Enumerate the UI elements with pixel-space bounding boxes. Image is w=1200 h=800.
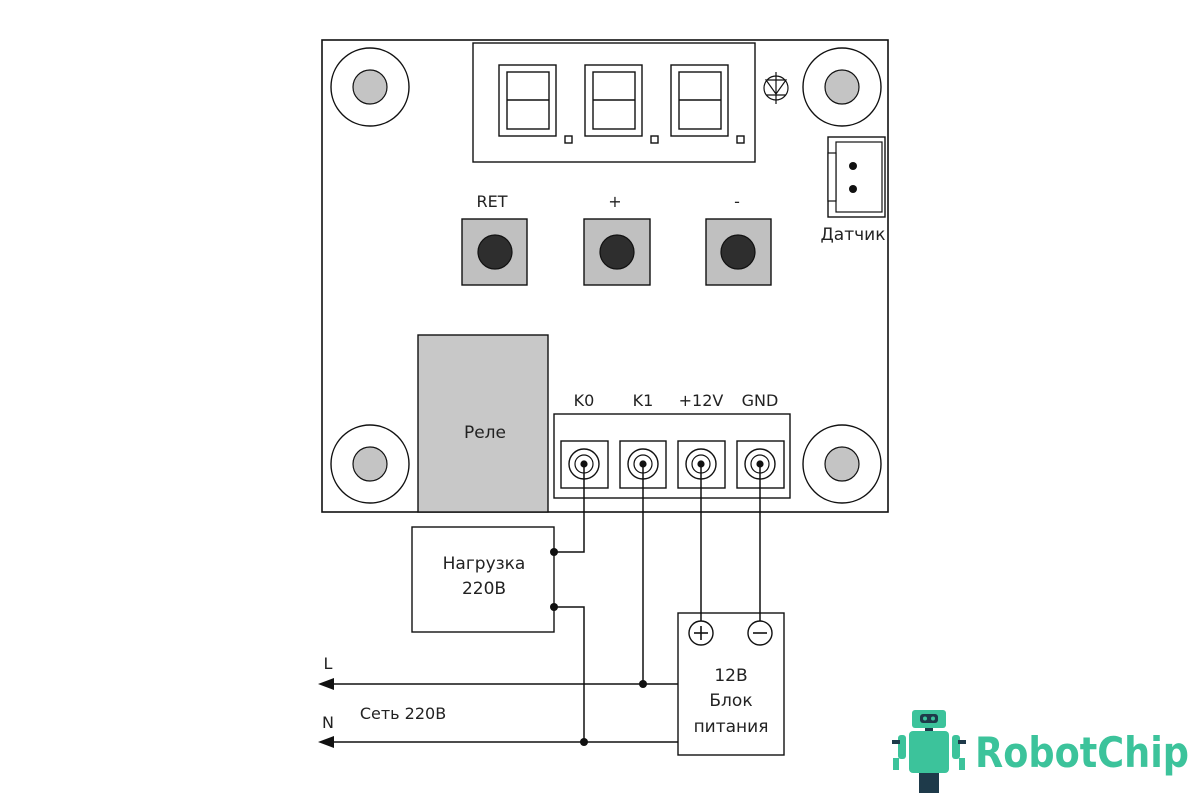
mains-l-label: L xyxy=(324,654,333,673)
terminal-k0-label: K0 xyxy=(574,391,595,410)
digit-3 xyxy=(670,64,745,144)
load-box: Нагрузка 220В xyxy=(411,526,555,633)
sensor-pin-2 xyxy=(849,185,857,193)
psu-label-line1: 12В xyxy=(714,666,747,686)
power-supply-box: 12В Блок питания xyxy=(677,612,785,756)
wire-k0-to-load xyxy=(554,464,585,553)
digit-2 xyxy=(584,64,659,144)
seven-segment-display xyxy=(472,42,756,163)
psu-label-line3: питания xyxy=(694,717,769,737)
mounting-hole-top-right xyxy=(802,47,882,127)
minus-button-label: - xyxy=(734,192,740,211)
psu-minus-terminal-icon xyxy=(747,620,773,646)
mains-n-label: N xyxy=(322,713,334,732)
ret-button-label: RET xyxy=(477,192,508,211)
plus-button-label: + xyxy=(608,192,621,211)
minus-button: - xyxy=(705,192,772,286)
junction-l xyxy=(639,680,647,688)
arrow-n-icon xyxy=(318,736,334,748)
led-indicator-icon xyxy=(763,72,789,104)
mounting-hole-top-left xyxy=(330,47,410,127)
arrow-l-icon xyxy=(318,678,334,690)
junction-load-bottom xyxy=(550,603,558,611)
psu-label-line2: Блок xyxy=(709,691,752,711)
terminal-gnd-label: GND xyxy=(742,391,779,410)
wire-junctions xyxy=(550,548,647,746)
relay: Реле xyxy=(417,334,549,513)
mains-arrows xyxy=(318,678,334,748)
mounting-hole-bottom-right xyxy=(802,424,882,504)
logo-text: RobotChip xyxy=(975,728,1189,777)
mains-label: Сеть 220В xyxy=(360,704,446,723)
ret-button: RET xyxy=(461,192,528,286)
robot-icon xyxy=(892,710,966,793)
controller-board: Датчик RET + - Реле K0 K1 +12V GN xyxy=(321,39,889,513)
terminal-k1-label: K1 xyxy=(633,391,654,410)
junction-n xyxy=(580,738,588,746)
load-label-line2: 220В xyxy=(462,579,506,599)
terminal-12v-label: +12V xyxy=(679,391,724,410)
wire-load-to-n xyxy=(554,606,585,742)
relay-label: Реле xyxy=(464,423,506,443)
digit-1 xyxy=(498,64,573,144)
mounting-hole-bottom-left xyxy=(330,424,410,504)
sensor-connector xyxy=(827,136,886,218)
load-label-line1: Нагрузка xyxy=(443,554,526,574)
wires xyxy=(328,464,761,743)
robotchip-logo: RobotChip xyxy=(892,710,1189,793)
plus-button: + xyxy=(583,192,651,286)
psu-plus-terminal-icon xyxy=(688,620,714,646)
sensor-pin-1 xyxy=(849,162,857,170)
junction-load-top xyxy=(550,548,558,556)
sensor-label: Датчик xyxy=(821,225,886,245)
